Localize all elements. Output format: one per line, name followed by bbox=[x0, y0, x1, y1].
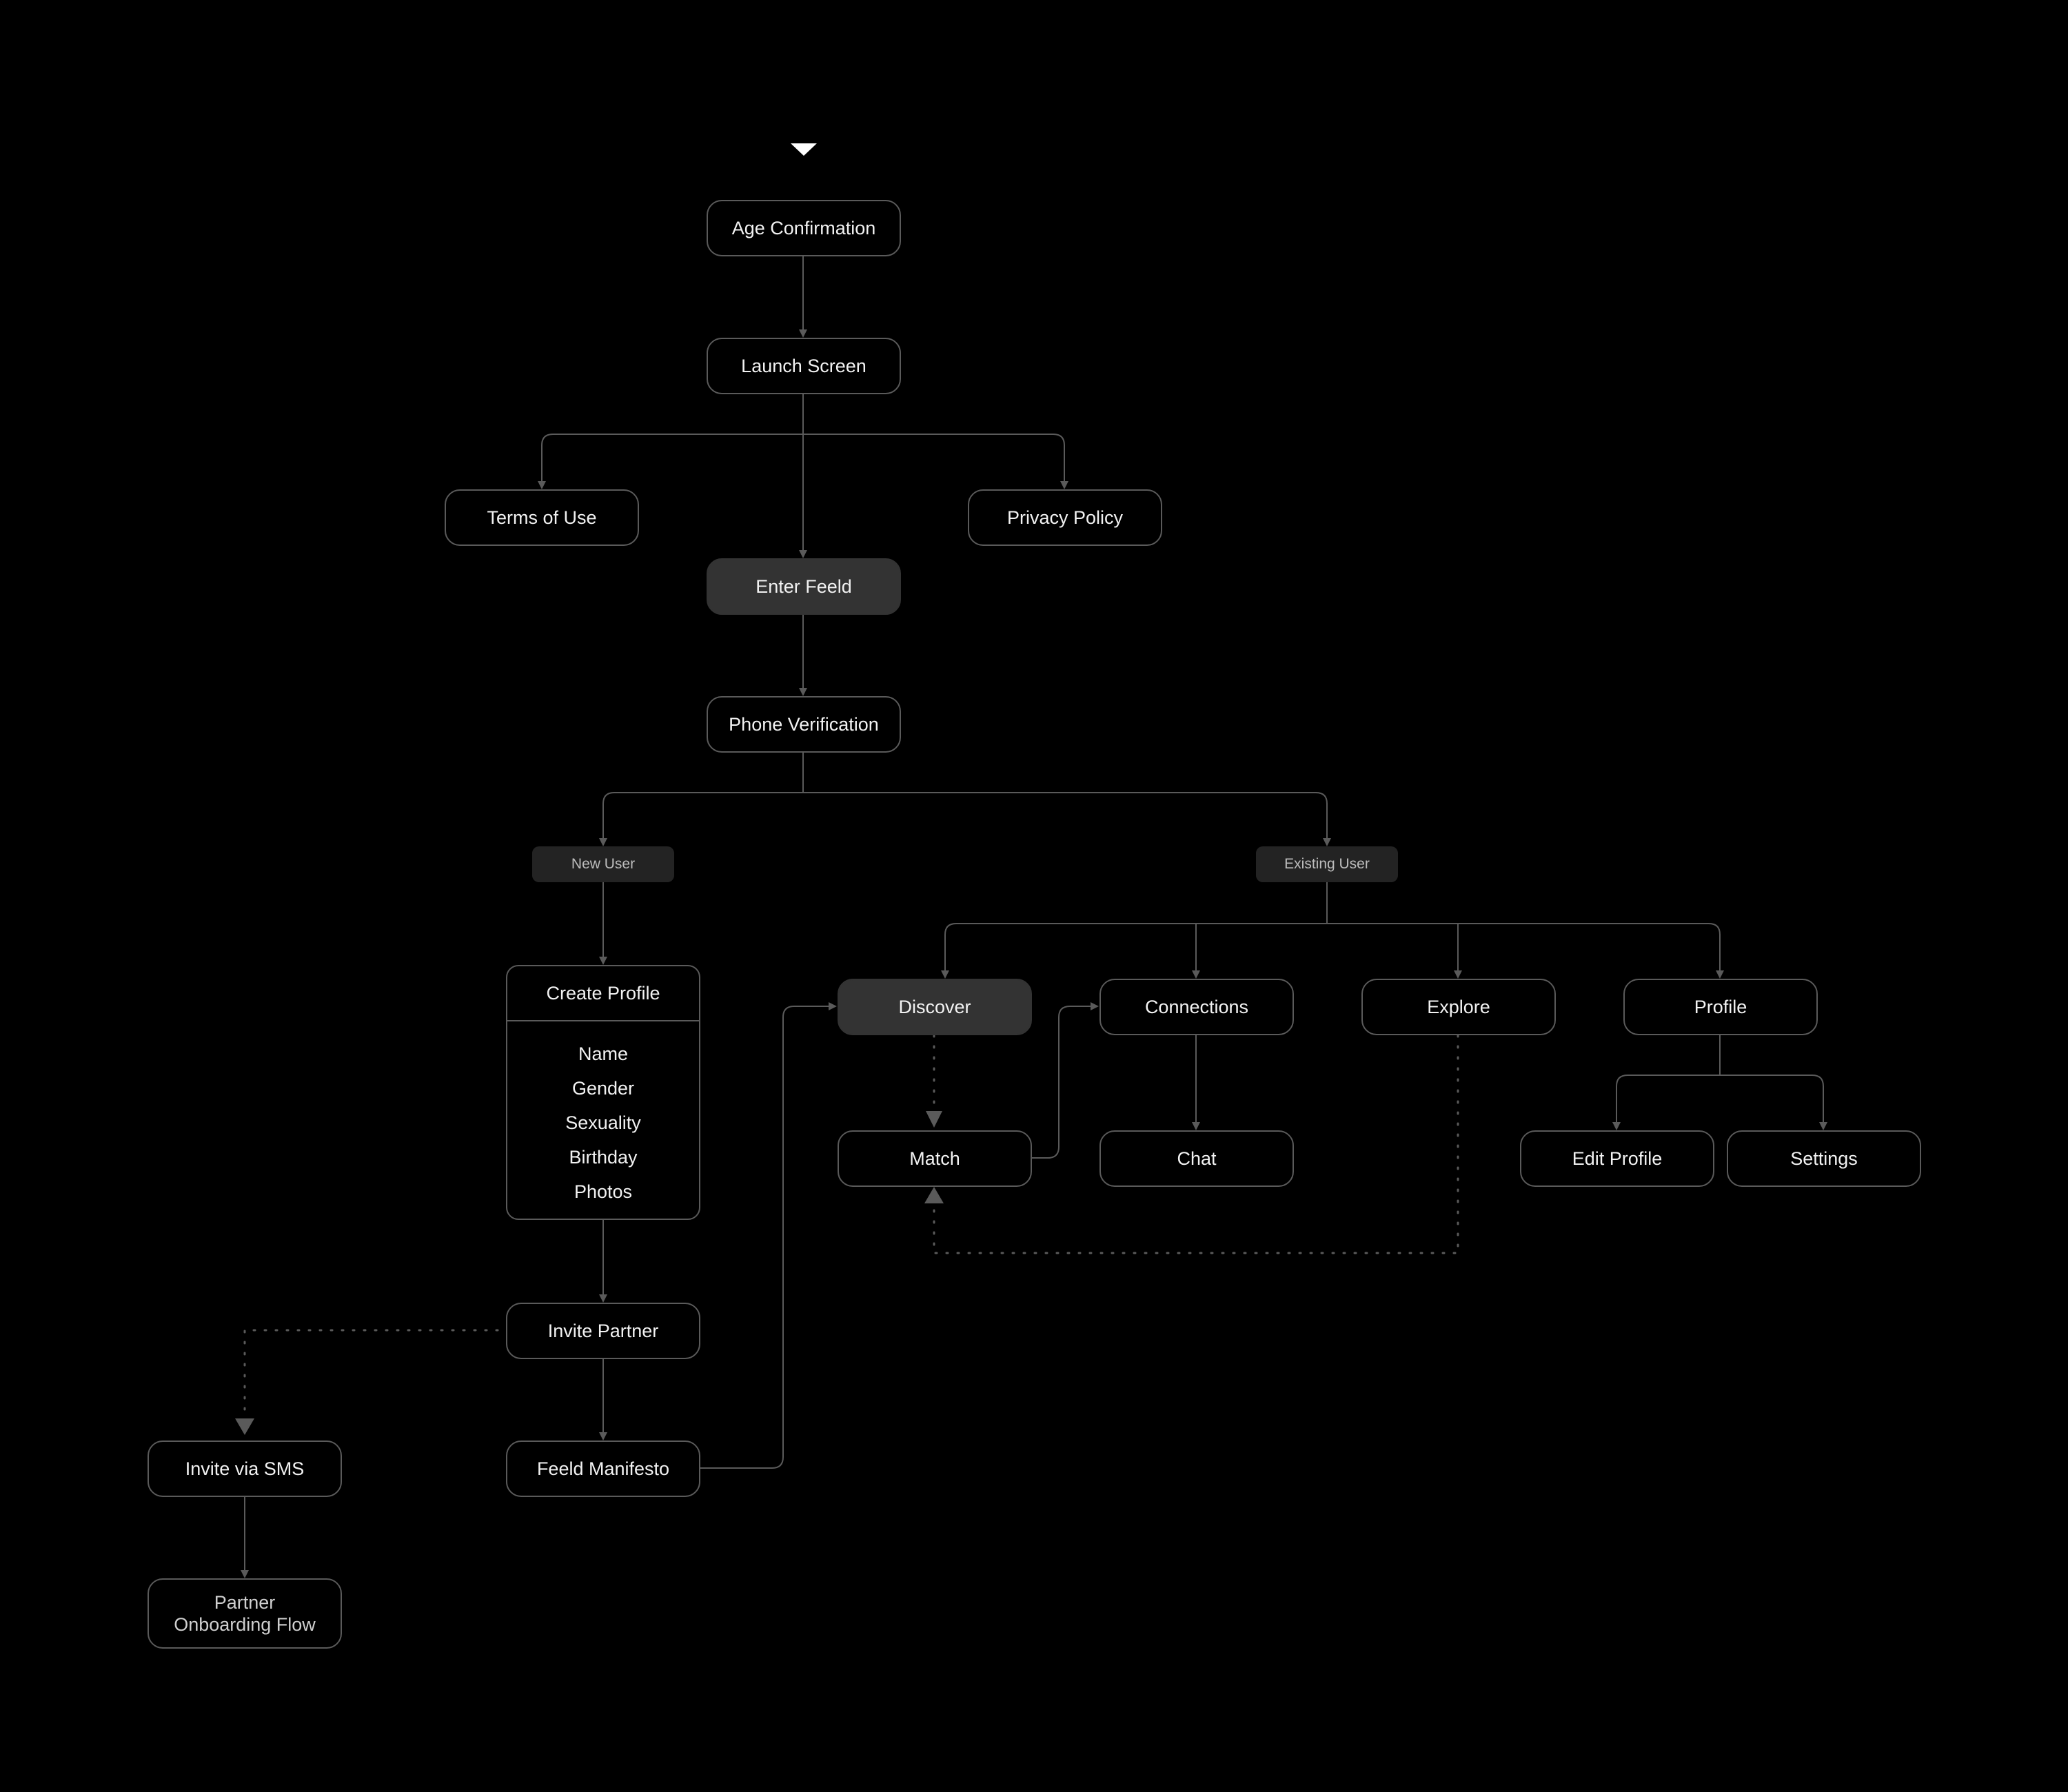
phone-verification-label: Phone Verification bbox=[729, 713, 879, 735]
partner-onboarding-flow-node[interactable]: Partner Onboarding Flow bbox=[148, 1578, 342, 1649]
invite-partner-node[interactable]: Invite Partner bbox=[506, 1303, 700, 1359]
explore-node[interactable]: Explore bbox=[1361, 979, 1556, 1035]
enter-feeld-node[interactable]: Enter Feeld bbox=[707, 558, 901, 615]
connector-phone-to-new-user bbox=[599, 792, 803, 846]
existing-user-tag: Existing User bbox=[1256, 846, 1398, 882]
age-confirmation-label: Age Confirmation bbox=[731, 217, 876, 238]
start-marker-icon bbox=[791, 143, 817, 156]
arrowhead-discover-to-match bbox=[926, 1111, 942, 1128]
chat-label: Chat bbox=[1177, 1148, 1217, 1169]
settings-label: Settings bbox=[1790, 1148, 1858, 1169]
launch-screen-node[interactable]: Launch Screen bbox=[707, 338, 901, 394]
connector-phone-to-existing-user bbox=[803, 792, 1331, 846]
connector-launch-to-terms bbox=[538, 434, 803, 489]
terms-of-use-label: Terms of Use bbox=[487, 507, 597, 528]
edit-profile-node[interactable]: Edit Profile bbox=[1520, 1130, 1714, 1187]
launch-screen-label: Launch Screen bbox=[741, 355, 866, 376]
connector-launch-to-privacy bbox=[803, 434, 1068, 489]
new-user-label: New User bbox=[571, 856, 636, 872]
profile-label: Profile bbox=[1694, 996, 1747, 1017]
create-profile-header: Create Profile bbox=[507, 966, 699, 1021]
enter-feeld-label: Enter Feeld bbox=[756, 576, 852, 597]
privacy-policy-label: Privacy Policy bbox=[1006, 507, 1124, 528]
phone-verification-node[interactable]: Phone Verification bbox=[707, 696, 901, 753]
connector-match-to-connections bbox=[1031, 1002, 1099, 1159]
create-profile-field-list: Name Gender Sexuality Birthday Photos bbox=[507, 1021, 699, 1209]
existing-user-label: Existing User bbox=[1284, 856, 1370, 872]
settings-node[interactable]: Settings bbox=[1727, 1130, 1921, 1187]
profile-field-sexuality: Sexuality bbox=[565, 1112, 641, 1133]
discover-label: Discover bbox=[898, 996, 971, 1017]
terms-of-use-node[interactable]: Terms of Use bbox=[445, 489, 639, 546]
partner-onboarding-label-line1: Partner bbox=[214, 1592, 276, 1613]
discover-node[interactable]: Discover bbox=[838, 979, 1032, 1035]
invite-via-sms-label: Invite via SMS bbox=[185, 1458, 305, 1479]
connections-node[interactable]: Connections bbox=[1099, 979, 1294, 1035]
partner-onboarding-label-line2: Onboarding Flow bbox=[174, 1614, 316, 1635]
connector-profile-to-settings bbox=[1720, 1075, 1827, 1130]
connector-manifesto-to-discover bbox=[700, 1002, 837, 1469]
connector-profile-to-edit bbox=[1612, 1075, 1720, 1130]
feeld-manifesto-node[interactable]: Feeld Manifesto bbox=[506, 1440, 700, 1497]
chat-node[interactable]: Chat bbox=[1099, 1130, 1294, 1187]
dotted-connector-invite-to-sms bbox=[243, 1329, 499, 1420]
profile-field-photos: Photos bbox=[574, 1181, 633, 1202]
profile-node[interactable]: Profile bbox=[1623, 979, 1818, 1035]
age-confirmation-node[interactable]: Age Confirmation bbox=[707, 200, 901, 256]
profile-field-name: Name bbox=[578, 1043, 629, 1064]
connector-tabs-bus bbox=[944, 923, 1724, 979]
profile-field-birthday: Birthday bbox=[569, 1147, 638, 1168]
create-profile-card[interactable]: Create Profile Name Gender Sexuality Bir… bbox=[506, 965, 700, 1220]
invite-partner-label: Invite Partner bbox=[547, 1320, 659, 1341]
profile-field-gender: Gender bbox=[571, 1078, 635, 1099]
edit-profile-label: Edit Profile bbox=[1572, 1148, 1663, 1169]
invite-via-sms-node[interactable]: Invite via SMS bbox=[148, 1440, 342, 1497]
explore-label: Explore bbox=[1427, 996, 1490, 1017]
arrowhead-invite-to-sms bbox=[235, 1418, 254, 1435]
match-node[interactable]: Match bbox=[838, 1130, 1032, 1187]
match-label: Match bbox=[909, 1148, 960, 1169]
arrowhead-explore-to-match bbox=[924, 1187, 944, 1203]
new-user-tag: New User bbox=[532, 846, 674, 882]
connections-label: Connections bbox=[1144, 996, 1249, 1017]
feeld-manifesto-label: Feeld Manifesto bbox=[536, 1458, 670, 1479]
privacy-policy-node[interactable]: Privacy Policy bbox=[968, 489, 1162, 546]
create-profile-label: Create Profile bbox=[546, 982, 660, 1004]
